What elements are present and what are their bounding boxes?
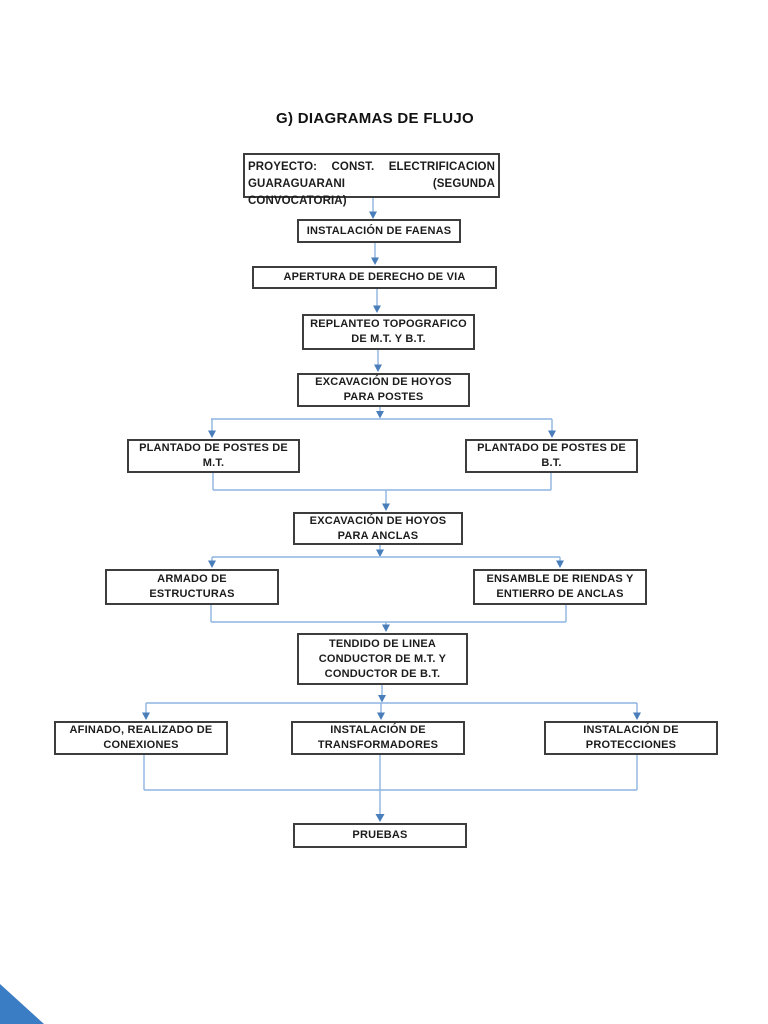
connector-split-anclas	[208, 545, 564, 568]
connector-apertura-replanteo	[373, 289, 381, 313]
node-instalacion-transformadores: INSTALACIÓN DE TRANSFORMADORES	[291, 721, 465, 755]
connector-faenas-apertura	[371, 243, 379, 265]
connector-split-tendido	[142, 685, 641, 720]
node-afinado-conexiones: AFINADO, REALIZADO DE CONEXIONES	[54, 721, 228, 755]
node-excavacion-hoyos-anclas: EXCAVACIÓN DE HOYOS PARA ANCLAS	[293, 512, 463, 545]
node-proyecto: PROYECTO: CONST. ELECTRIFICACION GUARAGU…	[243, 153, 500, 207]
connector-join-pruebas	[143, 755, 638, 822]
connector-replanteo-excavacion-postes	[374, 350, 382, 372]
node-pruebas: PRUEBAS	[293, 823, 467, 848]
node-tendido-linea: TENDIDO DE LINEA CONDUCTOR DE M.T. Y CON…	[297, 633, 468, 685]
connector-proyecto-faenas	[369, 198, 377, 219]
page-corner-fold-decoration	[0, 984, 44, 1024]
node-replanteo-topografico: REPLANTEO TOPOGRAFICO DE M.T. Y B.T.	[302, 314, 475, 350]
diagram-title: G) DIAGRAMAS DE FLUJO	[276, 110, 474, 127]
node-ensamble-riendas: ENSAMBLE DE RIENDAS Y ENTIERRO DE ANCLAS	[473, 569, 647, 605]
node-instalacion-protecciones: INSTALACIÓN DE PROTECCIONES	[544, 721, 718, 755]
connector-split-postes	[208, 407, 556, 438]
node-excavacion-hoyos-postes: EXCAVACIÓN DE HOYOS PARA POSTES	[297, 373, 470, 407]
node-instalacion-faenas: INSTALACIÓN DE FAENAS	[297, 219, 461, 243]
node-apertura-derecho-via: APERTURA DE DERECHO DE VIA	[252, 266, 497, 289]
connector-join-anclas-tendido	[210, 605, 567, 632]
node-plantado-postes-mt: PLANTADO DE POSTES DE M.T.	[127, 439, 300, 473]
node-armado-estructuras: ARMADO DE ESTRUCTURAS	[105, 569, 279, 605]
connector-join-postes-anclas	[212, 473, 552, 511]
node-plantado-postes-bt: PLANTADO DE POSTES DE B.T.	[465, 439, 638, 473]
